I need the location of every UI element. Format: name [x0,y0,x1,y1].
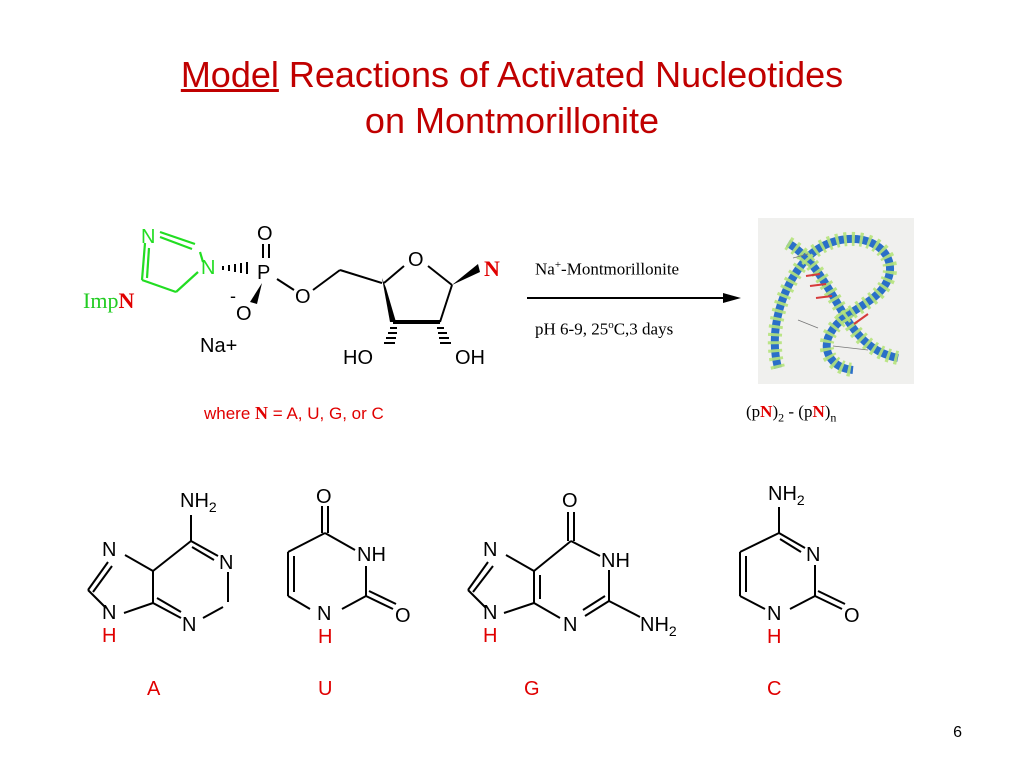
rna-illustration [758,218,914,384]
conditions-line2: pH 6-9, 25oC,3 days [535,319,674,339]
cytosine-structure [739,507,846,610]
impn-structure: N N P O - O O O N [140,223,500,369]
phosphoryl-oxygen: O [257,223,273,245]
title-underlined-word: Model [180,54,279,95]
base-label-u: U [318,678,333,700]
anionic-oxygen: O [236,303,252,325]
imidazole-n-top: N [141,226,155,248]
adenine-n3: N [182,614,196,636]
adenine-nh2: NH2 [180,490,217,515]
cytosine-o2: O [844,605,860,627]
uracil-h: H [318,626,332,648]
counter-ion: Na+ [200,335,237,357]
phosphorus-atom: P [257,262,270,284]
impn-label-n: N [118,288,135,313]
cytosine-n1: N [767,603,781,625]
cytosine-h: H [767,626,781,648]
adenine-h: H [102,625,116,647]
adenine-n7: N [102,539,116,561]
guanine-h: H [483,625,497,647]
base-label-a: A [147,678,161,700]
guanine-nh: NH [601,550,630,572]
conditions-line1: Na+-Montmorillonite [535,259,680,279]
hydroxyl-left: HO [343,347,373,369]
title-line2: on Montmorillonite [364,100,660,141]
ring-oxygen: O [408,249,424,271]
where-note: where N = A, U, G, or C [204,403,384,423]
product-label: (pN)2 - (pN)n [746,402,837,425]
base-n-label: N [484,256,500,281]
base-label-g: G [524,678,540,700]
reaction-arrow [527,293,741,303]
base-label-c: C [767,678,782,700]
guanine-structure [467,512,641,619]
cytosine-n3: N [806,544,820,566]
impn-label: ImpN [83,288,135,313]
hydroxyl-right: OH [455,347,485,369]
uracil-structure [287,506,397,610]
title-line1-rest: Reactions of Activated Nucleotides [278,54,844,95]
slide-title: Model Reactions of Activated Nucleotides… [0,52,1024,144]
guanine-n3: N [563,614,577,636]
adenine-structure [87,515,229,619]
uracil-n1: N [317,603,331,625]
guanine-n9: N [483,602,497,624]
negative-charge: - [230,286,236,306]
uracil-o2: O [395,605,411,627]
guanine-n7: N [483,539,497,561]
adenine-n1: N [219,552,233,574]
guanine-nh2: NH2 [640,614,677,639]
imidazole-n-right: N [201,257,215,279]
cytosine-nh2: NH2 [768,483,805,508]
ester-oxygen: O [295,286,311,308]
nucleobase-structures: NH2 N N N N H O NH N O H [87,483,860,648]
adenine-n9: N [102,602,116,624]
uracil-o4: O [316,486,332,508]
guanine-o6: O [562,490,578,512]
uracil-nh: NH [357,544,386,566]
slide-number: 6 [953,724,962,741]
